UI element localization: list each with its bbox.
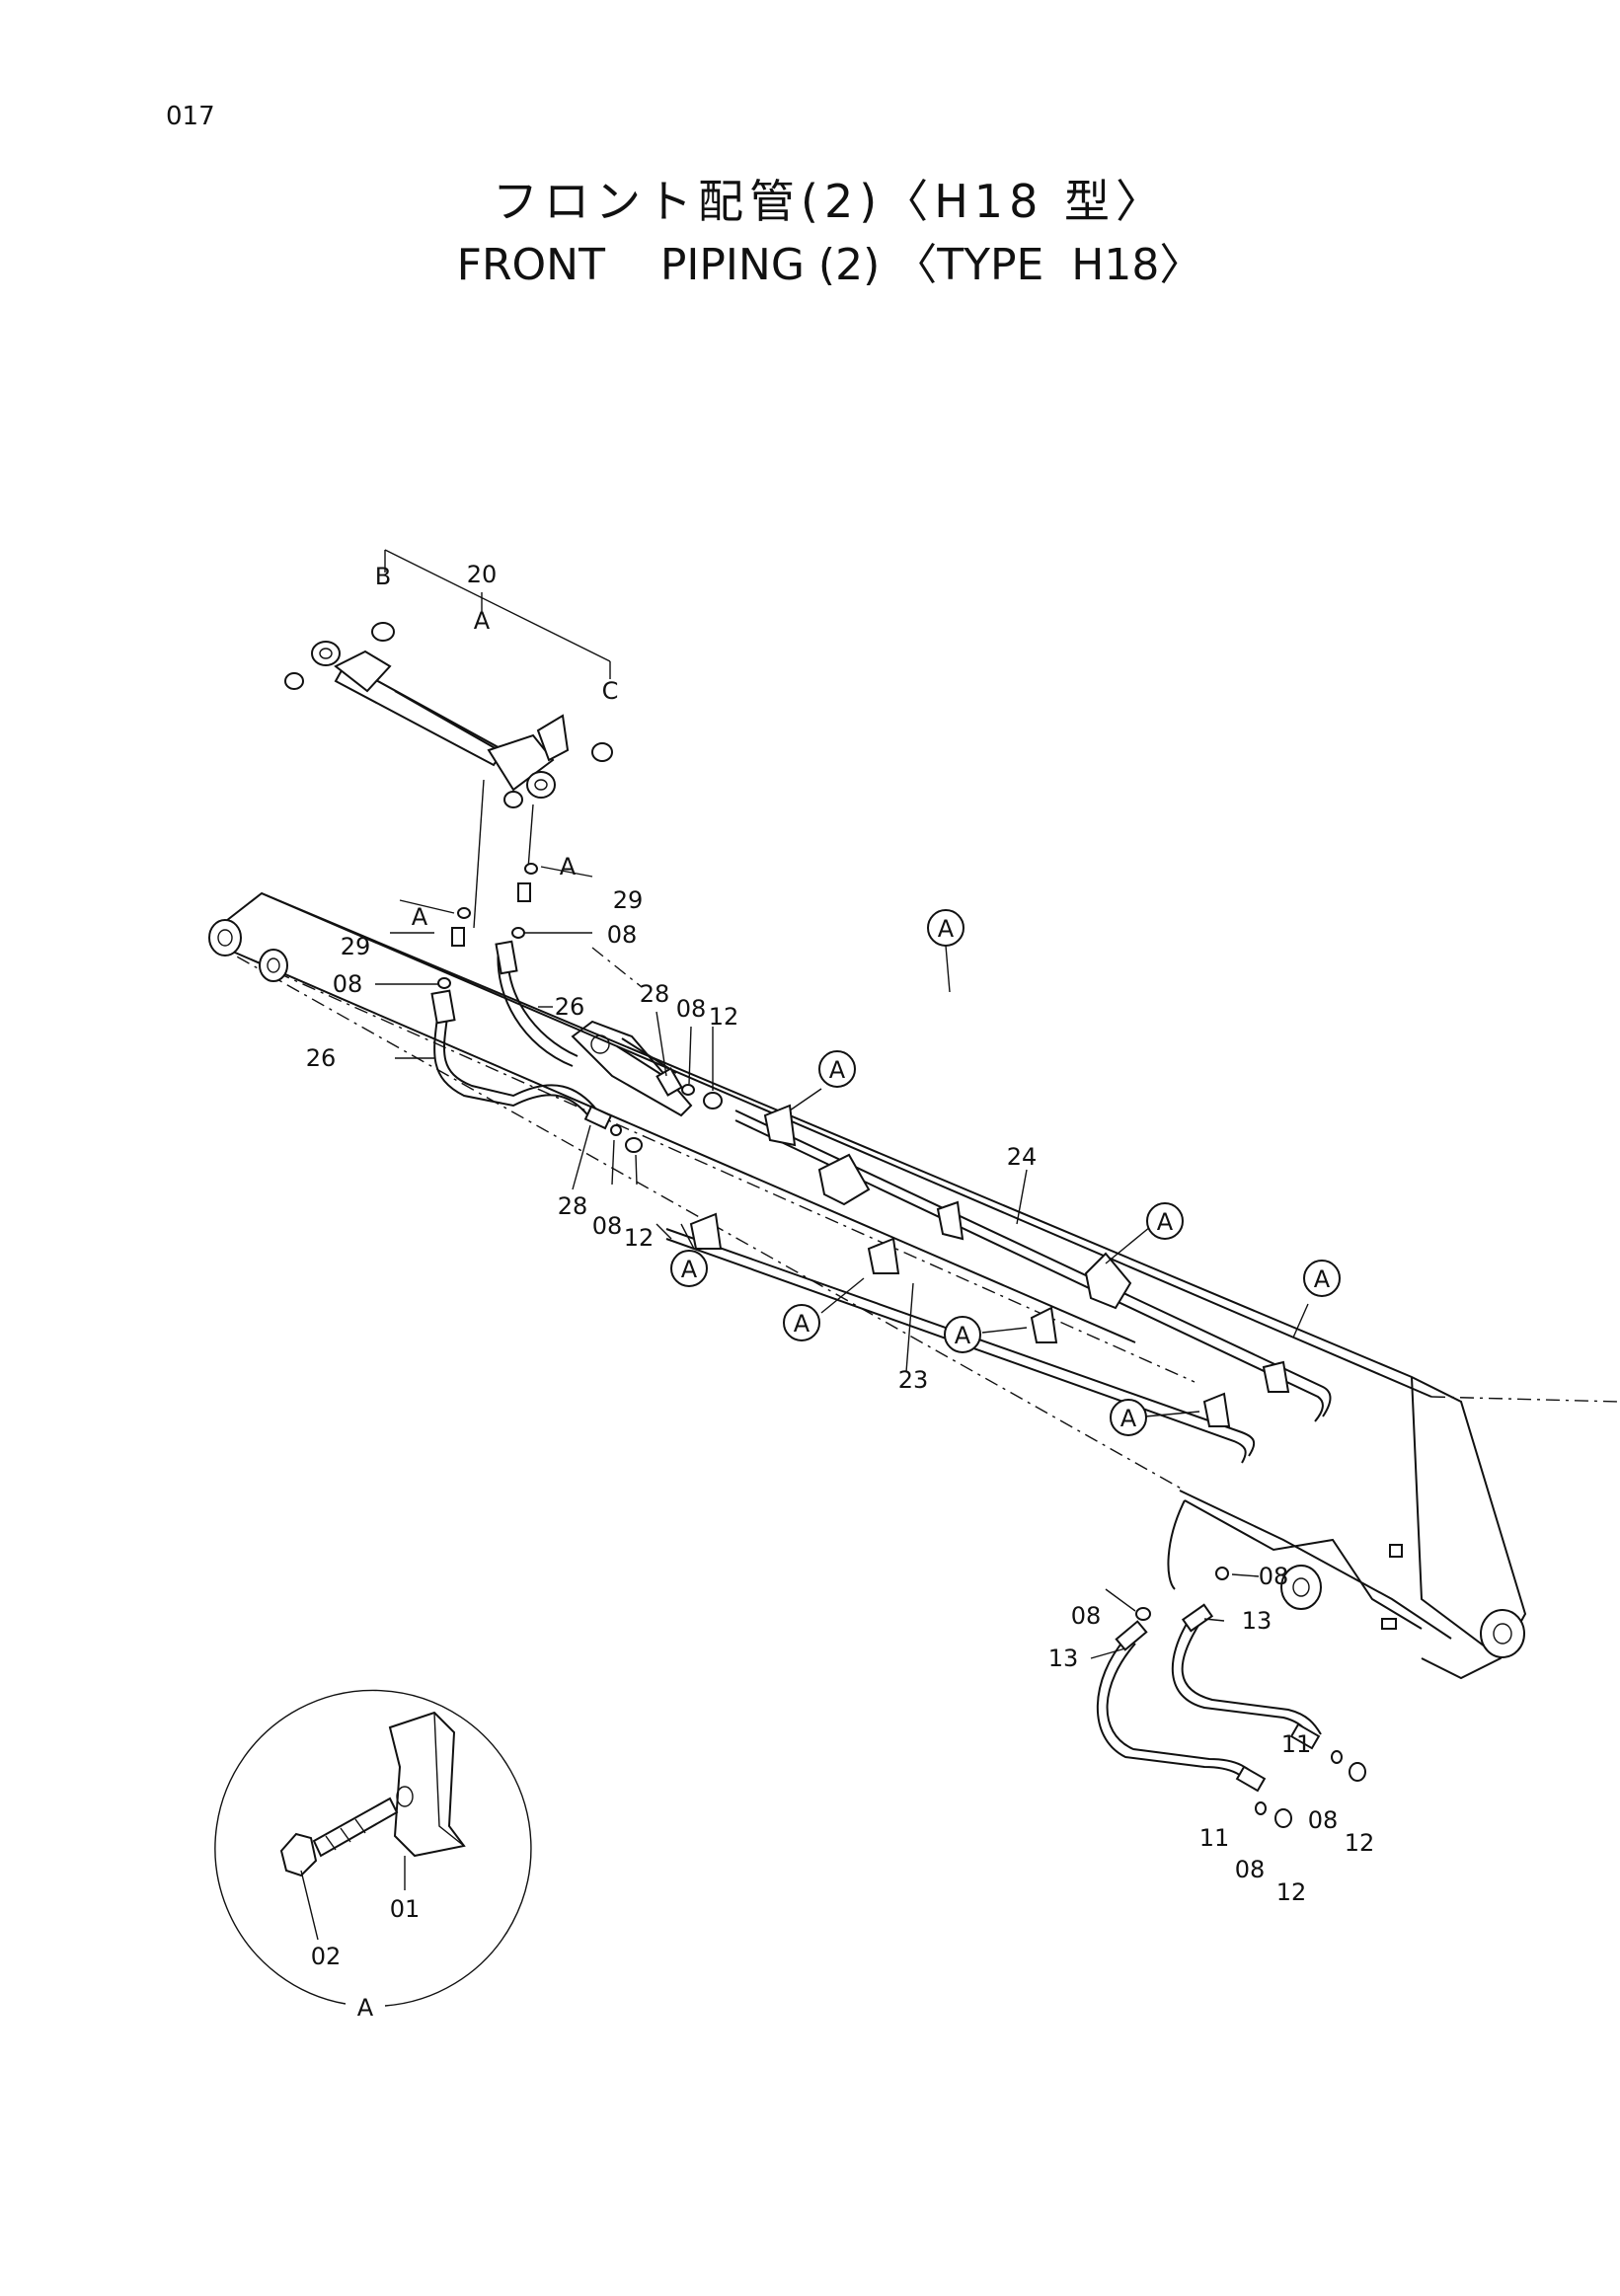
label-26-right: 26 <box>555 993 585 1021</box>
label-08-c: 08 <box>676 995 707 1023</box>
callout-a-7: A <box>944 1316 981 1353</box>
label-a-top: A <box>474 607 491 635</box>
pipes-24-23 <box>656 1104 1332 1464</box>
callout-a-1: A <box>818 1050 856 1088</box>
label-28-top: 28 <box>640 980 670 1008</box>
label-12-c: 12 <box>1345 1829 1375 1857</box>
hoses-26 <box>430 940 613 1130</box>
svg-text:A: A <box>938 915 955 943</box>
label-08-d: 08 <box>592 1212 623 1240</box>
page-number: 017 <box>166 102 215 131</box>
label-08-e: 08 <box>1259 1563 1289 1590</box>
title-japanese: フロント配管(2)〈H18 型〉 <box>493 175 1167 228</box>
svg-text:A: A <box>681 1256 698 1283</box>
label-12-d: 12 <box>1276 1878 1307 1906</box>
label-13-left: 13 <box>1048 1645 1079 1672</box>
callout-a-4: A <box>1303 1260 1341 1297</box>
label-11-right: 11 <box>1281 1730 1312 1758</box>
label-12-a: 12 <box>709 1003 739 1031</box>
label-12-b: 12 <box>624 1224 655 1252</box>
label-08-h: 08 <box>1235 1856 1266 1883</box>
label-29-left: 29 <box>341 933 371 960</box>
svg-text:A: A <box>1157 1208 1174 1236</box>
svg-text:A: A <box>794 1310 810 1338</box>
label-08-a: 08 <box>607 921 638 949</box>
label-13-right: 13 <box>1242 1607 1273 1635</box>
callout-a-8: A <box>1110 1399 1147 1436</box>
title-english: FRONT PIPING (2) 〈TYPE H18〉 <box>456 240 1203 290</box>
hoses-28-13-11 <box>610 1037 1366 1828</box>
label-c: C <box>602 677 619 705</box>
cylinder-assembly <box>284 549 613 929</box>
boom-structure <box>208 891 1620 1680</box>
svg-text:A: A <box>1314 1265 1331 1293</box>
label-b: B <box>375 563 391 590</box>
callout-a-6: A <box>783 1304 820 1341</box>
label-23: 23 <box>898 1366 929 1394</box>
detail-view-a <box>214 1689 532 2007</box>
label-11-left: 11 <box>1199 1824 1230 1852</box>
leader-lines <box>395 945 1309 1659</box>
label-08-b: 08 <box>333 970 363 998</box>
label-02: 02 <box>311 1943 342 1970</box>
label-a-left: A <box>412 903 428 931</box>
svg-text:A: A <box>955 1322 971 1349</box>
detail-a-label: A <box>357 1994 374 2022</box>
callout-a-5: A <box>670 1250 708 1287</box>
svg-text:A: A <box>829 1056 846 1084</box>
label-29-right: 29 <box>613 886 644 914</box>
label-24: 24 <box>1007 1143 1038 1171</box>
part-labels: 20 B A C A A 29 29 08 08 26 26 28 08 12 … <box>306 561 1375 2022</box>
label-28-bot: 28 <box>558 1192 588 1220</box>
label-01: 01 <box>390 1895 421 1923</box>
svg-text:A: A <box>1120 1405 1137 1432</box>
label-26-left: 26 <box>306 1044 337 1072</box>
callout-a-2: A <box>927 909 964 947</box>
label-08-g: 08 <box>1308 1806 1339 1834</box>
label-a-right: A <box>560 853 577 880</box>
callout-circles: A A A A A A A A <box>670 909 1341 1436</box>
fittings-and-orings <box>375 863 593 989</box>
callout-a-3: A <box>1146 1202 1184 1240</box>
label-08-f: 08 <box>1071 1602 1102 1630</box>
label-20: 20 <box>467 561 498 588</box>
